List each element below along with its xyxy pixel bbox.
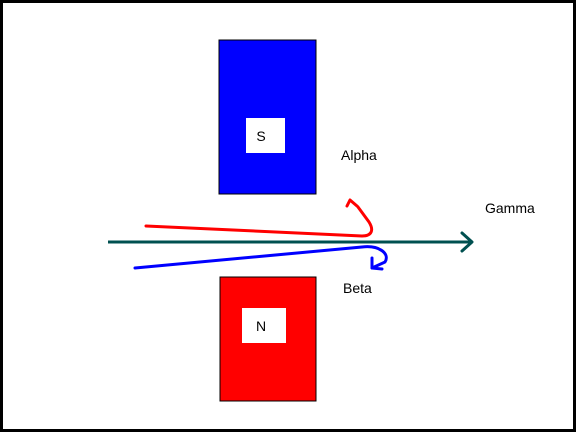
gamma-label: Gamma bbox=[485, 200, 535, 216]
magnet-top: S bbox=[218, 39, 317, 195]
gamma-ray-path bbox=[108, 231, 474, 253]
magnet-bottom: N bbox=[219, 276, 317, 402]
alpha-arrowhead bbox=[345, 198, 359, 208]
magnet-bottom-pole-label: N bbox=[256, 318, 266, 334]
magnet-top-pole-box bbox=[246, 118, 285, 153]
beta-label: Beta bbox=[343, 280, 372, 296]
beta-arrowhead bbox=[370, 256, 384, 271]
gamma-arrowhead bbox=[460, 231, 474, 253]
alpha-label: Alpha bbox=[341, 147, 377, 163]
magnet-top-body bbox=[218, 39, 317, 195]
magnet-top-pole-label: S bbox=[256, 128, 265, 144]
beta-ray-path bbox=[133, 245, 388, 271]
magnet-bottom-pole-box bbox=[242, 308, 286, 343]
alpha-ray-path bbox=[144, 198, 374, 238]
